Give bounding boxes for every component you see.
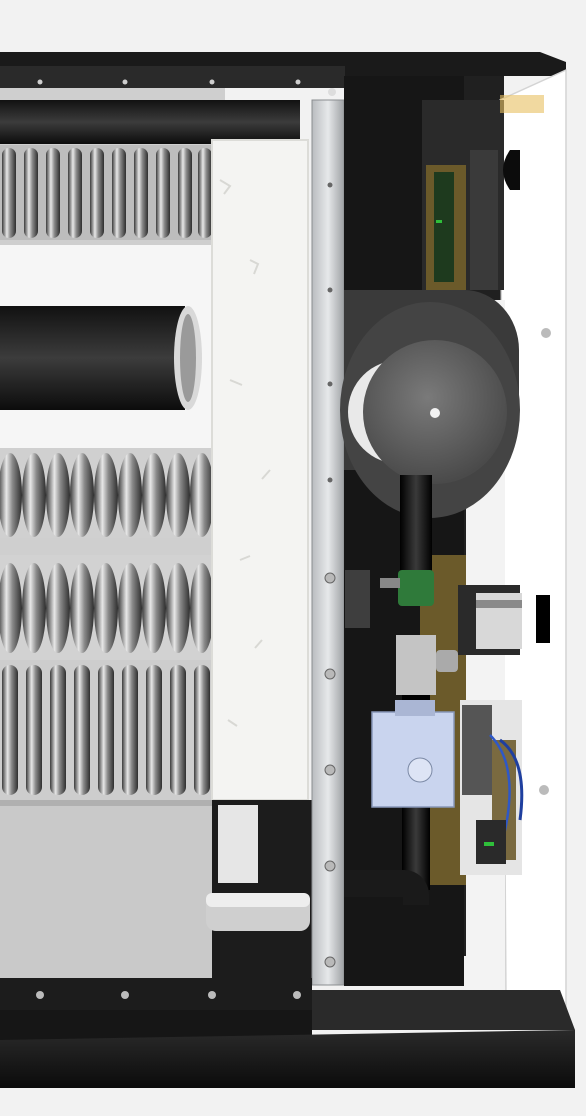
tube-row-middle <box>0 448 215 538</box>
tube-row-top <box>0 145 212 240</box>
lower-tank <box>0 800 312 980</box>
gas-valve <box>371 700 455 808</box>
base-frame <box>0 978 586 1116</box>
burner-cylinder <box>0 306 202 410</box>
cabinet-top-frame <box>0 52 566 96</box>
insulation-panel <box>211 139 309 801</box>
control-board <box>422 95 544 290</box>
vertical-divider-rail <box>311 99 345 986</box>
transformer <box>458 585 550 655</box>
relay-board <box>460 700 524 875</box>
tube-row-lower <box>0 555 215 660</box>
blower-fan <box>340 290 520 518</box>
heat-exchanger-chamber <box>0 88 300 800</box>
tube-row-bottom <box>0 660 215 800</box>
